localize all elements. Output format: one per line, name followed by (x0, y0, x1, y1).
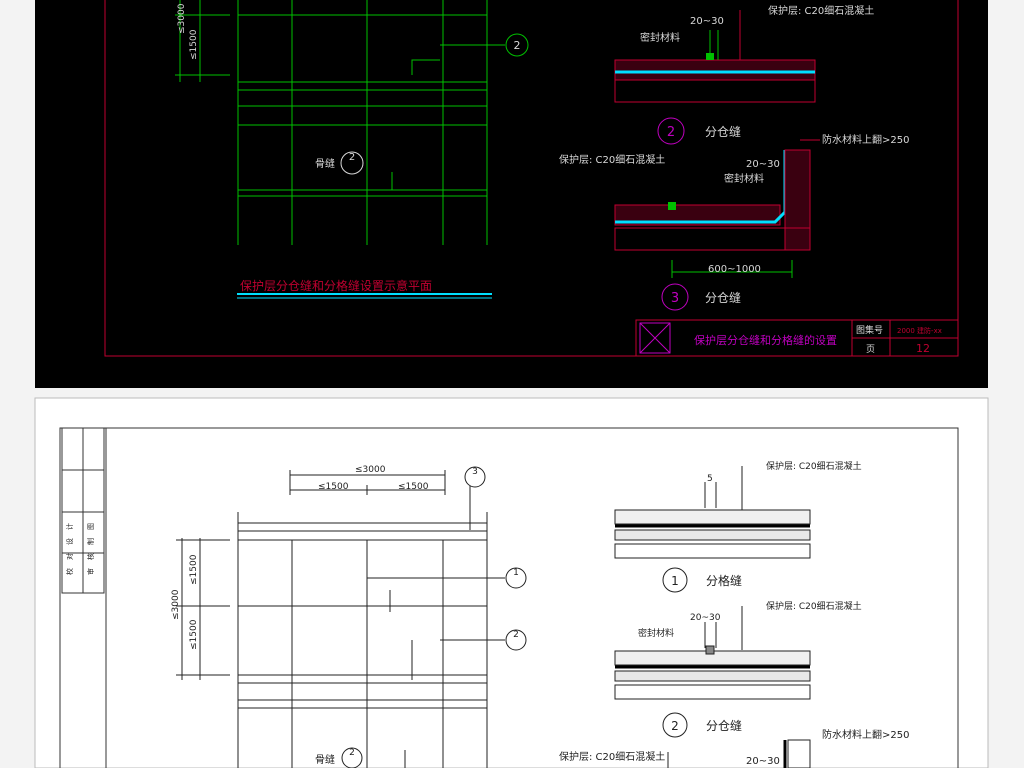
dark-titleblock-set-value: 2000 建防-xx (897, 326, 942, 335)
side-block-label-2: 对 (65, 553, 74, 560)
light-detail1-num: 1 (671, 574, 679, 588)
light-detail2-num: 2 (671, 719, 679, 733)
dark-plan-grid (175, 0, 505, 245)
dark-detail3-waterproof: 防水材料上翻>250 (822, 133, 909, 146)
dark-detail2-num: 2 (667, 125, 675, 140)
light-detail1-caption: 分格缝 (706, 573, 742, 588)
dark-sheet-background (35, 0, 988, 388)
light-dim-top-right: ≤1500 (398, 482, 429, 492)
light-cad-sheet: 校 对 设 计 审 核 制 图 (34, 397, 989, 768)
dark-detail2-seal: 密封材料 (640, 31, 680, 44)
dark-title-block: 保护层分仓缝和分格缝的设置 图集号 2000 建防-xx 页 12 (635, 319, 959, 357)
dark-titleblock-set-label: 图集号 (856, 324, 883, 336)
light-detail-3: 保护层: C20细石混凝土 防水材料上翻>250 20~30 (559, 728, 909, 768)
dark-plan-title: 保护层分仓缝和分格缝设置示意平面 (240, 278, 432, 293)
dark-titleblock-page-label: 页 (866, 344, 875, 355)
dark-callout-2: 2 (514, 39, 521, 52)
light-callout-2-circle (505, 629, 527, 651)
light-callout-1: 1 (513, 568, 519, 578)
light-dim-left: ≤3000 (171, 589, 181, 620)
dark-callout-2b-circle (340, 151, 364, 175)
dark-dim-left: ≤3000 (177, 3, 187, 34)
light-detail2-protect: 保护层: C20细石混凝土 (766, 600, 862, 612)
light-dummy-num: 2 (349, 748, 355, 758)
dark-title-logo (639, 322, 671, 354)
dark-detail2-dim: 20~30 (690, 16, 724, 27)
dark-dim-left-sub: ≤1500 (189, 29, 199, 60)
side-block-label-6: 核 (86, 553, 95, 560)
dark-detail3-seal: 密封材料 (724, 172, 764, 185)
dark-sheet-border (104, 0, 959, 357)
light-sheet-border (59, 427, 959, 768)
dark-cad-sheet: 2 2 骨缝 ≤3000 ≤1500 保护层分仓缝和分格缝设置示意平面 20~3… (35, 0, 988, 388)
dark-detail3-dim: 20~30 (746, 159, 780, 170)
light-detail2-caption: 分仓缝 (706, 718, 742, 733)
light-detail3-dim: 20~30 (746, 756, 780, 767)
side-block-label-7: 制 (86, 538, 95, 545)
light-detail-1: 5 保护层: C20细石混凝土 1 分格缝 (614, 460, 862, 593)
light-detail-2: 20~30 保护层: C20细石混凝土 密封材料 2 分仓缝 (614, 600, 862, 738)
light-sheet-background (34, 397, 989, 768)
light-dim-left-b: ≤1500 (189, 619, 199, 650)
light-detail2-dim: 20~30 (690, 613, 721, 623)
light-callout-2: 2 (513, 630, 519, 640)
dark-detail-2: 20~30 保护层: C20细石混凝土 密封材料 2 分仓缝 (614, 4, 874, 145)
dark-callout-2-circle (505, 33, 529, 57)
dark-detail2-protect: 保护层: C20细石混凝土 (768, 4, 874, 17)
light-callout-1-circle (505, 567, 527, 589)
dark-detail-3: 保护层: C20细石混凝土 防水材料上翻>250 20~30 密封材料 600~… (559, 133, 909, 311)
light-detail3-protect: 保护层: C20细石混凝土 (559, 750, 665, 763)
side-block-label-1: 校 (65, 568, 74, 575)
dark-detail3-num: 3 (671, 291, 679, 306)
light-plan-grid (176, 470, 505, 768)
dark-detail3-protect: 保护层: C20细石混凝土 (559, 153, 665, 166)
dark-titleblock-name: 保护层分仓缝和分格缝的设置 (694, 333, 837, 347)
light-detail3-waterproof: 防水材料上翻>250 (822, 728, 909, 741)
dark-dummy-joint-label: 骨缝 (315, 157, 335, 170)
light-callout-3: 3 (472, 467, 478, 477)
dark-detail3-span: 600~1000 (708, 264, 761, 275)
side-block-label-3: 设 (65, 538, 74, 545)
side-block-label-5: 审 (86, 568, 95, 575)
light-dim-top: ≤3000 (355, 465, 386, 475)
light-detail2-seal: 密封材料 (638, 627, 674, 639)
side-block-label-8: 图 (87, 523, 95, 530)
light-dim-left-a: ≤1500 (189, 554, 199, 585)
light-dim-top-left: ≤1500 (318, 482, 349, 492)
dark-detail2-caption: 分仓缝 (705, 124, 741, 139)
light-detail1-dim: 5 (707, 474, 713, 484)
dark-detail3-caption: 分仓缝 (705, 290, 741, 305)
light-dummy-num-circle (341, 747, 363, 768)
light-detail1-protect: 保护层: C20细石混凝土 (766, 460, 862, 472)
side-block-label-4: 计 (65, 523, 74, 530)
dark-titleblock-page-value: 12 (916, 342, 930, 355)
light-callout-3-circle (464, 466, 486, 488)
dark-callout-2b: 2 (349, 152, 355, 163)
light-dummy-joint-label: 骨缝 (315, 753, 335, 766)
light-side-block: 校 对 设 计 审 核 制 图 (61, 427, 105, 594)
